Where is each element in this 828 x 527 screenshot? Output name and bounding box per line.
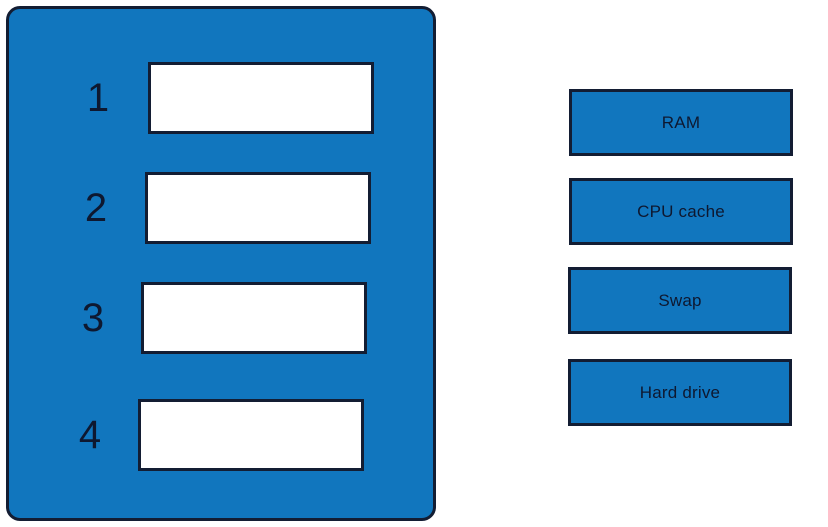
ordering-slot-1: 1: [9, 62, 433, 134]
dropzone-3[interactable]: [141, 282, 367, 354]
slot-number-4: 4: [78, 413, 102, 457]
option-tile-cpu-cache[interactable]: CPU cache: [569, 178, 793, 245]
ordering-slot-4: 4: [9, 399, 433, 471]
slot-number-1: 1: [86, 76, 110, 120]
ordering-slot-3: 3: [9, 282, 433, 354]
option-tile-swap[interactable]: Swap: [568, 267, 792, 334]
option-tile-hard-drive[interactable]: Hard drive: [568, 359, 792, 426]
dropzone-4[interactable]: [138, 399, 364, 471]
dropzone-1[interactable]: [148, 62, 374, 134]
dropzone-2[interactable]: [145, 172, 371, 244]
ordering-drop-panel: 1 2 3 4: [6, 6, 436, 521]
slot-number-2: 2: [84, 186, 108, 230]
ordering-slot-2: 2: [9, 172, 433, 244]
slot-number-3: 3: [81, 296, 105, 340]
draggable-option-bank: RAM CPU cache Swap Hard drive: [568, 89, 793, 426]
option-tile-ram[interactable]: RAM: [569, 89, 793, 156]
